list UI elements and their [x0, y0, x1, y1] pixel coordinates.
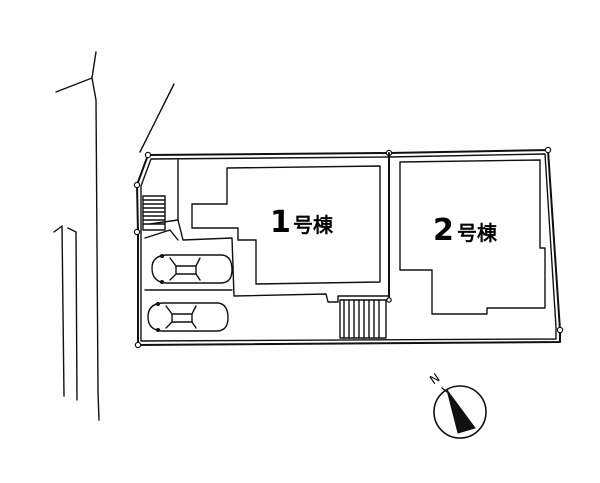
parking-car-1 — [151, 254, 233, 284]
north-compass: N — [427, 371, 487, 439]
parking-car-2 — [147, 302, 229, 332]
site-boundary — [133, 146, 564, 349]
building-2-number: 2 — [433, 213, 454, 248]
lot-1-structure — [144, 159, 390, 303]
road-lines — [53, 51, 175, 421]
building-2-suffix: 号棟 — [457, 221, 498, 245]
north-label: N — [427, 371, 442, 388]
building-1-number: 1 — [270, 205, 291, 240]
building-1-outline — [191, 165, 381, 285]
center-stairs — [339, 299, 387, 339]
building-2-outline — [399, 159, 546, 315]
building-1-suffix: 号棟 — [293, 213, 334, 237]
entrance-stairs — [142, 195, 166, 231]
